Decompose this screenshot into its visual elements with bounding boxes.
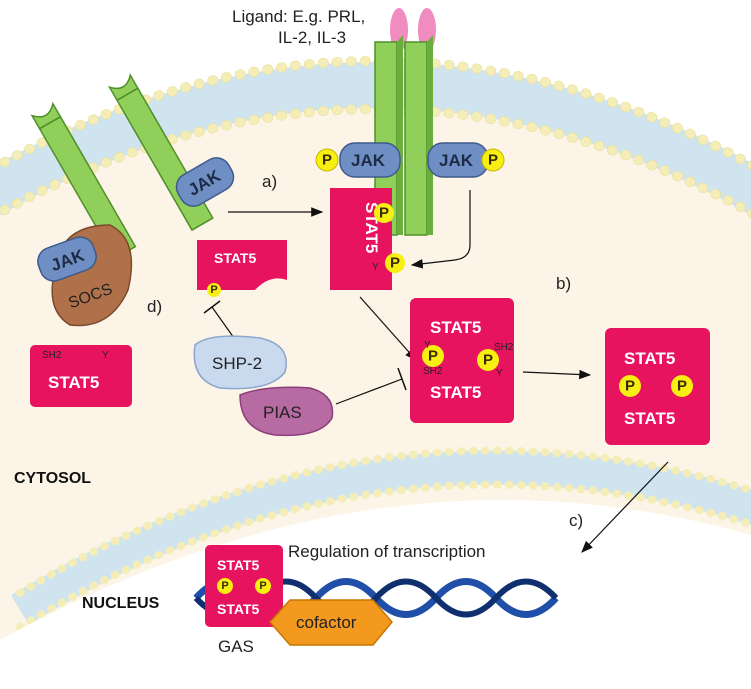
ligand-label-line1: Ligand: E.g. PRL, <box>232 7 365 26</box>
dimer-right-top-label: STAT5 <box>624 349 675 368</box>
dimer-center-bottom-label: STAT5 <box>430 383 481 402</box>
active-receptor-dimer <box>374 35 433 236</box>
dimer-dna-phospho-2: P <box>259 580 266 592</box>
stat5-d-label: STAT5 <box>214 250 256 266</box>
stat5-d-phospho: P <box>210 284 217 296</box>
arrow-c <box>581 461 669 553</box>
dimer-dna-bottom-label: STAT5 <box>217 601 259 617</box>
jak-active-right: JAK P <box>427 142 505 178</box>
dimer-center-top-label: STAT5 <box>430 318 481 337</box>
pias-protein: PIAS <box>239 386 334 437</box>
stat5-vertical-tyr: Y <box>372 262 379 273</box>
dimer-center-tyr-2: Y <box>496 368 503 379</box>
transcription-label: Regulation of transcription <box>288 542 486 561</box>
stat5-vertical-phospho-1: P <box>379 205 389 222</box>
dimer-right-phospho-1: P <box>625 378 635 395</box>
stat5-inactive-sh2: SH2 <box>42 350 62 361</box>
dimer-center-sh2-2: SH2 <box>494 342 514 353</box>
stat5-inactive-tyr: Y <box>102 350 109 361</box>
stat5-dimer-center: STAT5 STAT5 P P Y SH2 SH2 Y <box>410 298 514 423</box>
jak-left-phospho: P <box>322 152 332 169</box>
stat5-dimer-right: STAT5 STAT5 P P <box>605 328 710 445</box>
jak-label-left: JAK <box>351 151 386 170</box>
dimer-dna-top-label: STAT5 <box>217 557 259 573</box>
cofactor-label: cofactor <box>296 613 357 632</box>
jak-right-phospho: P <box>488 152 498 169</box>
cofactor-protein: cofactor <box>268 599 393 646</box>
stat5-inactive: SH2 Y STAT5 <box>30 345 132 407</box>
arrow-dimerization <box>359 296 417 361</box>
jak-active-left: JAK P <box>315 142 401 178</box>
ligand-label-line2: IL-2, IL-3 <box>278 28 346 47</box>
step-c-label: c) <box>569 511 583 530</box>
dimer-center-phospho-2: P <box>483 352 493 369</box>
dimer-center-phospho-1: P <box>428 348 438 365</box>
dimer-right-bottom-label: STAT5 <box>624 409 675 428</box>
pias-label: PIAS <box>263 403 302 422</box>
stat5-shp2-target: STAT5 P <box>197 240 287 297</box>
stat5-vertical-phospho-2: P <box>390 255 400 272</box>
dimer-dna-phospho-1: P <box>221 580 228 592</box>
ligand-left <box>390 8 408 52</box>
stat5-receptor-bound: STAT5 P P Y <box>330 188 405 290</box>
step-b-label: b) <box>556 274 571 293</box>
arrow-phosphorylation <box>410 190 471 269</box>
shp2-protein: SHP-2 <box>193 335 287 390</box>
stat5-inactive-label: STAT5 <box>48 373 99 392</box>
jak-label-right: JAK <box>439 151 474 170</box>
shp2-inhibition <box>203 300 235 339</box>
cytosol-label: CYTOSOL <box>14 470 91 487</box>
step-a-label: a) <box>262 172 277 191</box>
arrow-b <box>522 369 592 380</box>
nucleus-label: NUCLEUS <box>82 595 160 612</box>
pias-inhibition <box>335 367 407 405</box>
jak-socs-bound: JAK <box>37 236 97 282</box>
dimer-center-tyr-1: Y <box>424 340 431 351</box>
dimer-center-sh2-1: SH2 <box>423 366 443 377</box>
dimer-right-phospho-2: P <box>677 378 687 395</box>
step-d-label: d) <box>147 297 162 316</box>
stat5-dimer-dna: STAT5 STAT5 P P <box>205 545 283 627</box>
gas-label: GAS <box>218 637 254 656</box>
shp2-label: SHP-2 <box>212 354 262 373</box>
jak-inactive: JAK <box>175 157 235 207</box>
